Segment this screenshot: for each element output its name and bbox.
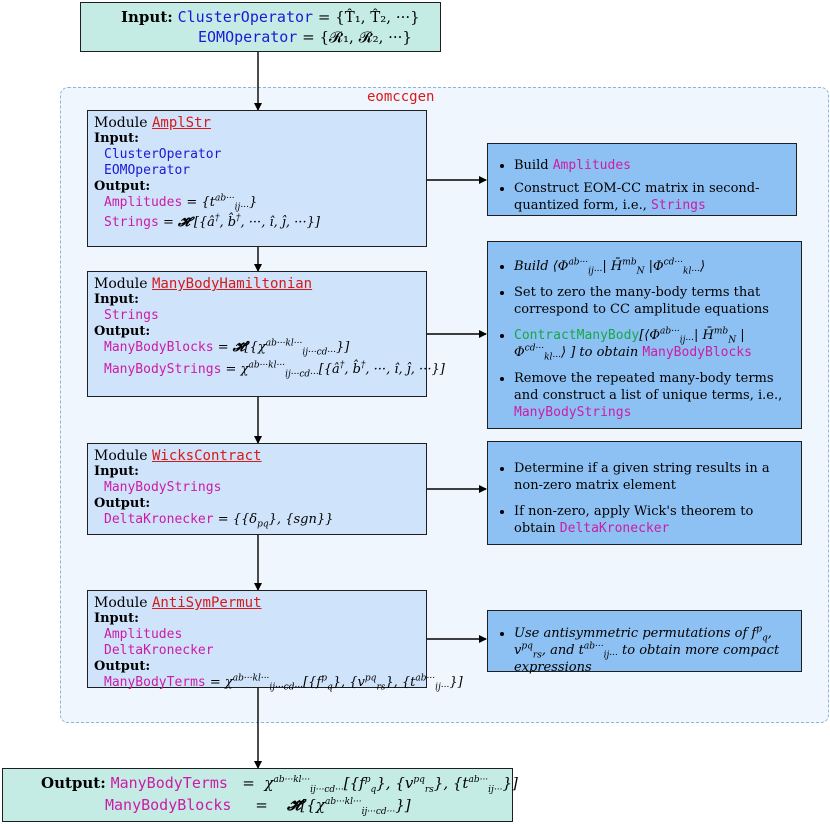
input-eom-operator: EOMOperator (198, 28, 298, 46)
module-prefix: Module (94, 115, 148, 131)
desc-item: ContractManyBody[⟨Φab···ij···| H̄mbN |Φc… (514, 327, 793, 362)
input-box: Input: ClusterOperator = {T̂₁, T̂₂, ···}… (80, 2, 441, 52)
input-label: Input (94, 292, 135, 307)
desc-item: Build ⟨Φab···ij···| H̄mbN |Φcd···kl···⟩ (514, 258, 793, 276)
frame-title: eomccgen (367, 89, 435, 105)
module-prefix: Module (94, 595, 148, 611)
module-prefix: Module (94, 276, 148, 292)
output-label: Output (94, 659, 146, 674)
output-name: ManyBodyStrings (104, 362, 222, 377)
desc-item: Use antisymmetric permutations of fpq, v… (514, 625, 793, 676)
output-name: Strings (104, 215, 159, 230)
output-terms-value: = χab···kl···ij···cd···[{fpq}, {vpqrs}, … (232, 774, 518, 795)
input-item: Amplitudes (104, 627, 183, 642)
output-expr: = 𝓗̄[{χab···kl···ij···cd···}] (217, 338, 350, 358)
output-expr: = 𝓗̄ [{â†, b̂†, ···, î, ĵ, ···}] (162, 213, 320, 230)
module-wickscontract: Module WicksContract Input: ManyBodyStri… (87, 443, 427, 535)
module-manybodyhamiltonian: Module ManyBodyHamiltonian Input: String… (87, 271, 445, 397)
input-item: EOMOperator (104, 163, 191, 178)
output-box: Output: ManyBodyTerms = χab···kl···ij···… (2, 768, 518, 822)
output-expr: = χab···kl···ij···cd···[{â†, b̂†, ···, î… (225, 360, 445, 380)
input-label: Input (94, 131, 135, 146)
module-name-antisympermut: AntiSymPermut (151, 595, 262, 611)
module-antisympermut: Module AntiSymPermut Input: Amplitudes D… (87, 590, 463, 692)
output-expr: = {{δpq}, {sgn}} (217, 512, 334, 530)
output-blocks-value: = 𝓗̄[{χab···kl···ij···cd···}] (236, 796, 411, 817)
output-name: DeltaKronecker (104, 512, 214, 527)
output-name: ManyBodyBlocks (104, 340, 214, 355)
input-label: Input (94, 464, 135, 479)
output-name: ManyBodyTerms (104, 675, 206, 690)
module-name-wickscontract: WicksContract (151, 448, 262, 464)
module-prefix: Module (94, 448, 148, 464)
desc-antisympermut: Use antisymmetric permutations of fpq, v… (487, 610, 802, 675)
desc-item: Construct EOM-CC matrix in second-quanti… (514, 180, 788, 214)
module-name-amplstr: AmplStr (151, 115, 211, 131)
output-manybodyblocks: ManyBodyBlocks (105, 796, 232, 814)
desc-amplstr: Build Amplitudes Construct EOM-CC matrix… (487, 143, 797, 216)
input-eom-value: = {𝓡₁, 𝓡₂, ···} (302, 28, 412, 46)
input-item: ClusterOperator (104, 147, 222, 162)
input-cluster-operator: ClusterOperator (177, 8, 314, 26)
output-label: Output (94, 324, 146, 339)
output-label: Output (94, 179, 146, 194)
desc-item: Determine if a given string results in a… (514, 460, 793, 494)
desc-manybodyhamiltonian: Build ⟨Φab···ij···| H̄mbN |Φcd···kl···⟩ … (487, 241, 802, 429)
output-expr: = χab···kl···ij···cd···[{fpq}, {vpqrs}, … (209, 673, 463, 693)
input-item: DeltaKronecker (104, 643, 214, 658)
output-label: Output (94, 496, 146, 511)
module-amplstr: Module AmplStr Input: ClusterOperator EO… (87, 110, 427, 247)
input-cluster-value: = {T̂₁, T̂₂, ···} (317, 8, 420, 26)
input-label: Input (121, 8, 168, 26)
desc-item: Set to zero the many-body terms that cor… (514, 284, 793, 318)
desc-item: If non-zero, apply Wick's theorem to obt… (514, 503, 793, 537)
desc-wickscontract: Determine if a given string results in a… (487, 441, 802, 545)
output-manybodyterms: ManyBodyTerms (110, 774, 228, 792)
output-label: Output (41, 774, 101, 792)
output-name: Amplitudes (104, 195, 183, 210)
input-item: Strings (104, 308, 159, 323)
input-label: Input (94, 611, 135, 626)
desc-item: Build Amplitudes (514, 157, 788, 174)
output-expr: = {tab···ij···} (186, 193, 258, 213)
module-name-manybodyhamiltonian: ManyBodyHamiltonian (151, 276, 313, 292)
input-item: ManyBodyStrings (104, 480, 222, 495)
desc-item: Remove the repeated many-body terms and … (514, 370, 793, 421)
